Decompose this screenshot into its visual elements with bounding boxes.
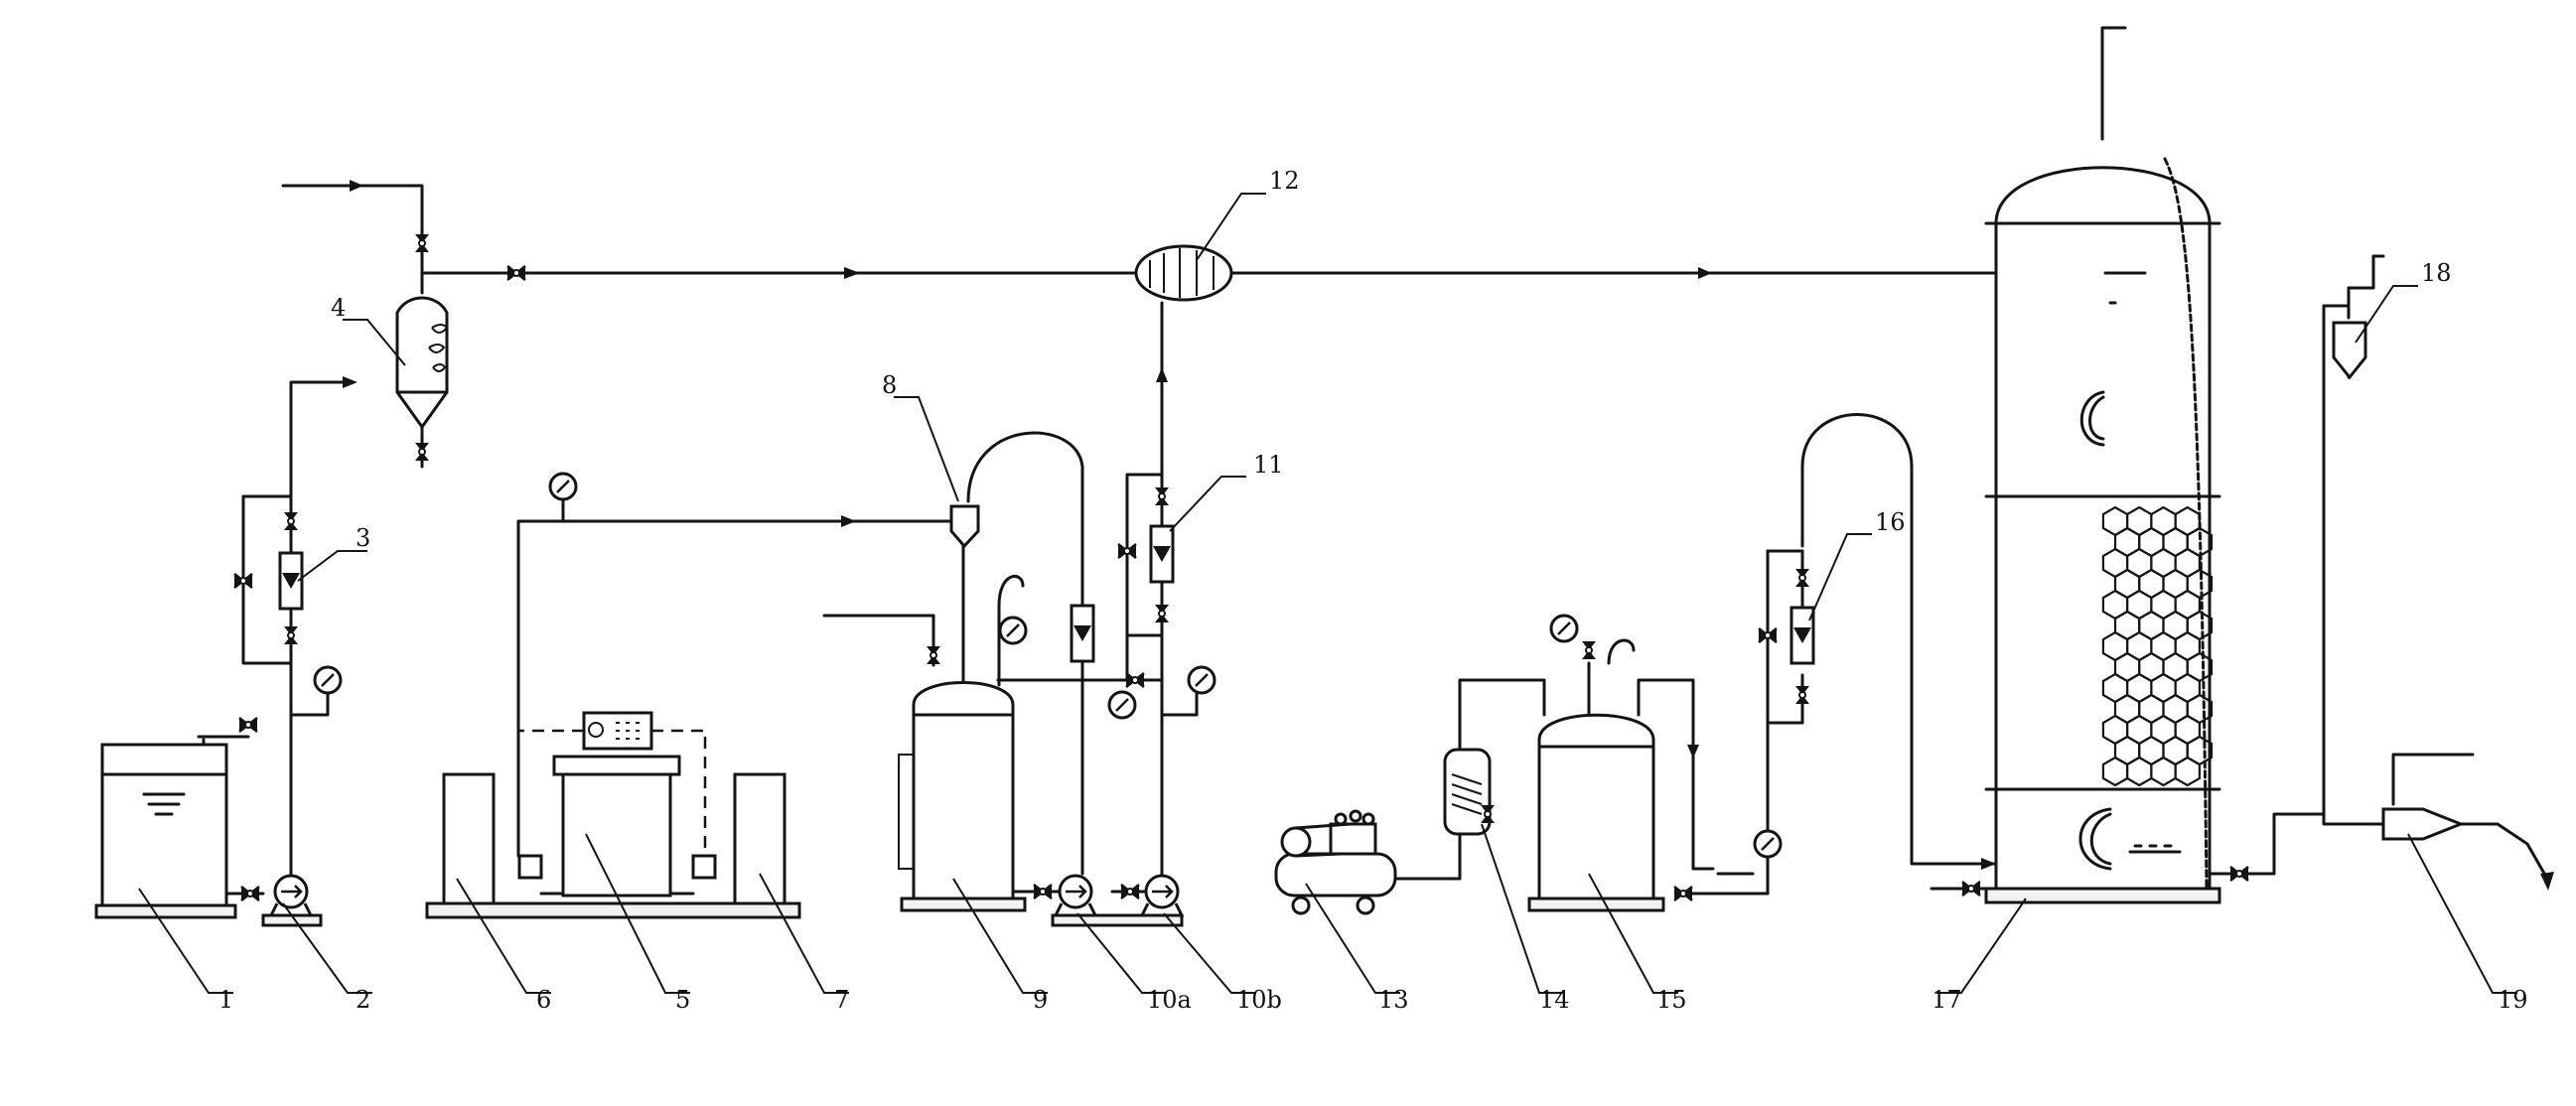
separator-4 <box>395 296 449 430</box>
electrode-7 <box>691 772 787 905</box>
pressure-gauge-icon <box>998 616 1028 645</box>
reactor-unit-5 <box>552 711 681 898</box>
vessel-15 <box>1527 713 1665 912</box>
electrode-6 <box>442 772 543 905</box>
label-7: 7 <box>834 986 849 1014</box>
label-18: 18 <box>2421 259 2452 287</box>
label-12: 12 <box>1269 167 1300 195</box>
air-compressor-13 <box>1274 809 1397 915</box>
column-packing <box>2101 505 2214 787</box>
valve-icon <box>1581 640 1597 660</box>
valve-icon <box>1154 486 1170 506</box>
label-8: 8 <box>882 371 897 399</box>
label-10a: 10a <box>1147 986 1192 1014</box>
valve-icon <box>1794 685 1810 705</box>
label-16: 16 <box>1875 508 1906 536</box>
label-19: 19 <box>2498 986 2528 1014</box>
valve-icon <box>2228 865 2250 883</box>
valve-icon <box>1119 883 1141 900</box>
label-17: 17 <box>1932 986 1962 1014</box>
valve-icon <box>1032 883 1054 900</box>
pressure-gauge-icon <box>1187 665 1216 695</box>
valve-icon <box>1672 885 1694 902</box>
cyclone-8 <box>949 504 980 549</box>
pressure-gauge-icon <box>548 472 578 501</box>
rotameter-9-outlet <box>1070 604 1095 663</box>
label-11: 11 <box>1253 451 1284 479</box>
valve-icon <box>414 233 430 253</box>
pressure-gauge-icon <box>1107 690 1137 720</box>
label-4: 4 <box>331 294 346 322</box>
valve-icon <box>239 885 261 902</box>
cyclone-18 <box>2332 321 2367 380</box>
rotameter-11 <box>1149 524 1175 584</box>
label-13: 13 <box>1378 986 1409 1014</box>
hydrocyclone-19 <box>2381 807 2466 841</box>
rotameter-16 <box>1789 606 1815 665</box>
pump-base-10 <box>1051 913 1184 927</box>
valve-icon <box>1960 880 1982 898</box>
filter-14 <box>1443 748 1492 836</box>
valve-icon <box>283 625 299 645</box>
pump-2 <box>261 874 323 927</box>
equipment-labels: 1 2 3 4 5 6 7 8 9 10a 10b 11 12 13 14 15… <box>218 167 2528 1014</box>
pressure-gauge-icon <box>313 665 343 695</box>
absorption-column-17 <box>1984 157 2221 904</box>
valve-icon <box>283 511 299 531</box>
valve-icon <box>414 442 430 462</box>
label-2: 2 <box>356 986 370 1014</box>
valves <box>232 233 2250 902</box>
label-6: 6 <box>536 986 551 1014</box>
valve-icon <box>1794 568 1810 588</box>
label-1: 1 <box>218 986 233 1014</box>
valve-icon <box>926 645 941 665</box>
valve-icon <box>237 716 259 734</box>
valve-icon <box>505 264 527 282</box>
mixer-12 <box>1134 244 1233 302</box>
pressure-gauge-icon <box>1753 829 1783 859</box>
storage-tank-1 <box>94 743 237 919</box>
label-3: 3 <box>356 524 370 552</box>
leader-lines <box>138 193 2517 994</box>
label-5: 5 <box>675 986 690 1014</box>
pressure-gauge-icon <box>1549 614 1579 643</box>
packing-cell <box>2174 756 2201 787</box>
base-plate-5-6-7 <box>425 901 801 919</box>
valve-icon <box>1154 604 1170 623</box>
vessel-9 <box>898 681 1027 912</box>
label-14: 14 <box>1539 986 1570 1014</box>
label-9: 9 <box>1033 986 1048 1014</box>
control-wiring <box>516 729 707 856</box>
label-10b: 10b <box>1236 986 1282 1014</box>
valve-icon <box>1124 671 1146 689</box>
label-15: 15 <box>1656 986 1687 1014</box>
